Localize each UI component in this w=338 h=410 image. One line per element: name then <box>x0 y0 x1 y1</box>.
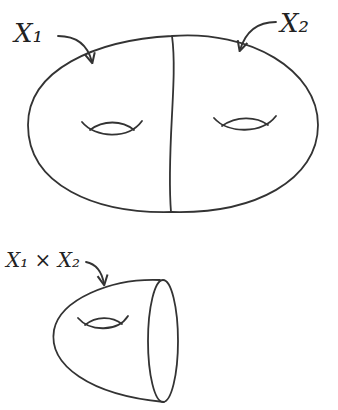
hole <box>78 316 128 328</box>
leader-arrow <box>58 36 92 62</box>
cut-curve <box>170 36 174 212</box>
hole <box>82 121 142 135</box>
leader-arrow <box>240 22 276 50</box>
hole <box>214 116 276 130</box>
leader-arrow <box>86 262 104 284</box>
boundary-circle <box>148 280 178 402</box>
surface-outline <box>28 35 318 212</box>
part-label-box: X₂ <box>280 8 309 38</box>
part-label: X₁ <box>14 18 43 48</box>
hole <box>85 318 122 325</box>
part-label-box: X₁ <box>14 18 43 48</box>
part-label: X₂ <box>280 8 309 38</box>
part-label: X₁ × X₂ <box>6 248 80 272</box>
part-label-box: X₁ × X₂ <box>6 248 80 272</box>
hole <box>90 123 134 131</box>
hole <box>222 118 268 126</box>
